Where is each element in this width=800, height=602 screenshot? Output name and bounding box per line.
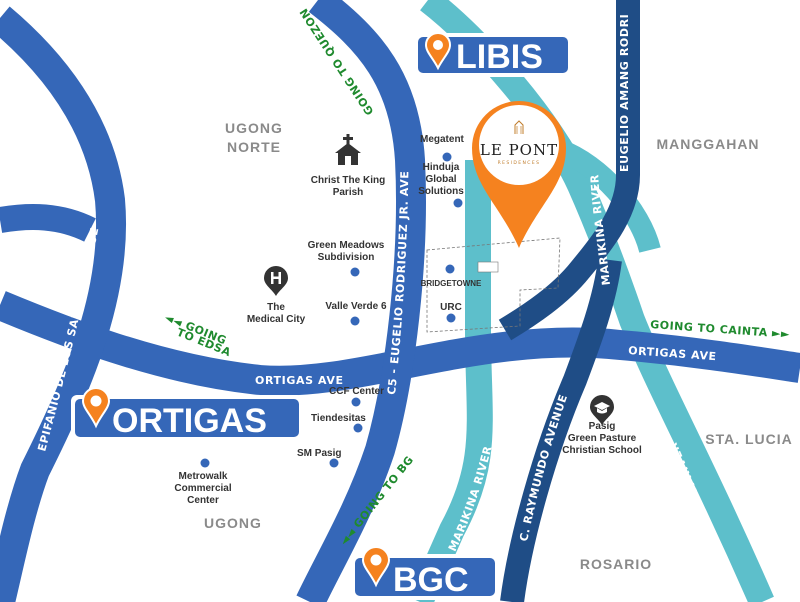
district-libis-label: LIBIS (456, 38, 543, 76)
poi-layer (200, 152, 463, 468)
poi-bridgetowne: BRIDGETOWNE (421, 279, 482, 288)
poi-christ-the-king-line2: Parish (333, 187, 364, 198)
poi-metrowalk-line2: Commercial (174, 483, 231, 494)
poi-dot-ccf (351, 397, 361, 407)
poi-dot-megatent (442, 152, 452, 162)
le-pont-location-pin: LE PONT RESIDENCES (472, 101, 566, 248)
marikina-river-inner (408, 160, 493, 602)
poi-medical-city-line2: Medical City (247, 314, 306, 325)
poi-pasig-green-pasture-line2: Green Pasture (568, 433, 637, 444)
le-pont-logo-icon (514, 120, 524, 134)
poi-dot-bridgetowne (445, 264, 455, 274)
location-pin-icon (424, 32, 452, 71)
edsa-road (0, 6, 126, 602)
area-manggahan: MANGGAHAN (656, 136, 759, 152)
poi-metrowalk-line1: Metrowalk (179, 471, 228, 482)
poi-dot-hinduja (453, 198, 463, 208)
le-pont-brand-name: LE PONT (480, 141, 558, 159)
area-ugong: UGONG (204, 515, 262, 531)
ortigas-ave-left-label: ORTIGAS AVE (255, 374, 344, 387)
area-rosario: ROSARIO (580, 556, 652, 572)
le-pont-brand-sub: RESIDENCES (498, 160, 541, 166)
poi-pasig-green-pasture-line3: Christian School (562, 445, 642, 456)
poi-ccf-center: CCF Center (329, 386, 384, 397)
poi-christ-the-king-line1: Christ The King (311, 175, 385, 186)
poi-green-meadows-line1: Green Meadows (308, 240, 385, 251)
district-badge-ortigas: ORTIGAS (71, 387, 303, 441)
hospital-icon (264, 266, 288, 296)
church-icon (335, 134, 361, 165)
district-badge-libis: LIBIS (414, 32, 572, 77)
ortigas-left-extension (0, 204, 96, 242)
location-pin-icon (81, 387, 111, 429)
district-ortigas-label: ORTIGAS (112, 402, 267, 440)
poi-valle-verde: Valle Verde 6 (325, 301, 387, 312)
c5-road (296, 0, 426, 602)
poi-medical-city-line1: The (267, 302, 285, 313)
area-sta-lucia: STA. LUCIA (705, 431, 793, 447)
poi-pasig-green-pasture-line1: Pasig (589, 421, 616, 432)
poi-dot-sm-pasig (329, 458, 339, 468)
poi-dot-green-meadows (350, 267, 360, 277)
poi-sm-pasig: SM Pasig (297, 448, 341, 459)
school-icon (590, 395, 614, 425)
raymundo-label: C. RAYMUNDO AVENUE (517, 393, 570, 543)
poi-megatent: Megatent (420, 134, 465, 145)
area-ugong-norte-line1: UGONG (225, 120, 283, 136)
district-badge-bgc: BGC (351, 546, 499, 600)
poi-dot-metrowalk (200, 458, 210, 468)
poi-hinduja-line3: Solutions (418, 186, 464, 197)
area-ugong-norte-line2: NORTE (227, 139, 281, 155)
poi-green-meadows-line2: Subdivision (318, 252, 375, 263)
poi-urc: URC (440, 302, 462, 313)
ortigas-ave-right-label: ORTIGAS AVE (628, 344, 717, 363)
amang-rodriguez-road (498, 0, 640, 341)
poi-tiendesitas: Tiendesitas (311, 413, 366, 424)
poi-hinduja-line1: Hinduja (423, 162, 460, 173)
raymundo-road (500, 258, 622, 602)
poi-dot-tiendesitas (353, 423, 363, 433)
poi-hinduja-line2: Global (425, 174, 456, 185)
district-bgc-label: BGC (393, 561, 469, 599)
bridgetowne-area (426, 237, 561, 333)
poi-dot-urc (446, 313, 456, 323)
location-pin-icon (361, 546, 391, 588)
poi-dot-valle-verde (350, 316, 360, 326)
poi-metrowalk-line3: Center (187, 495, 219, 506)
